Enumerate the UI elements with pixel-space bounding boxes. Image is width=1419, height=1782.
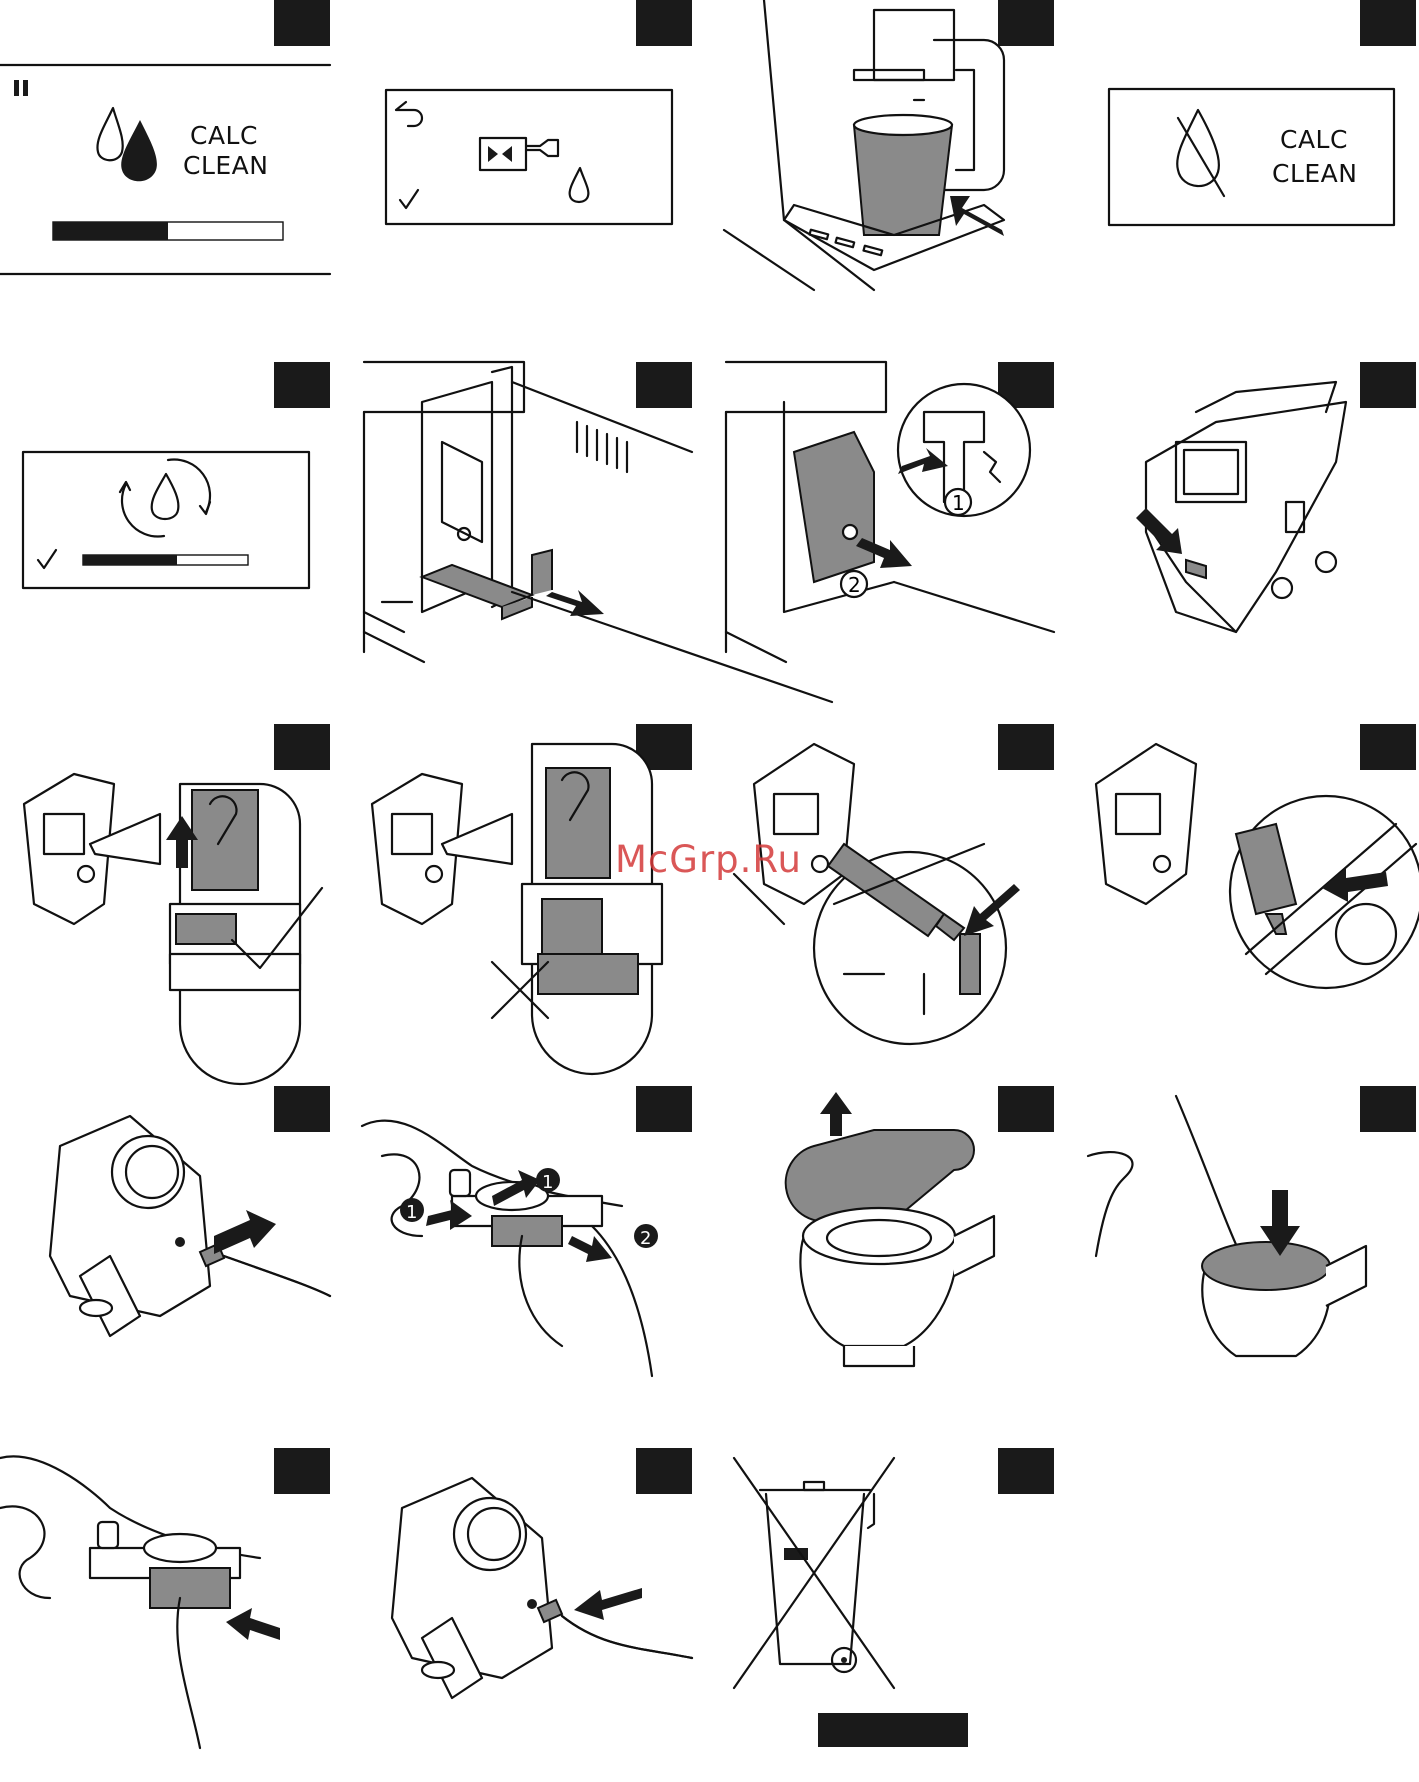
step-2-descaler-display <box>362 0 692 300</box>
machine-door-illustration <box>362 362 692 662</box>
lubricate-illustration <box>1086 724 1416 1024</box>
step-12-lubricate-rail <box>1086 724 1416 1024</box>
display-illustration <box>362 0 692 300</box>
step-5-flush-progress <box>0 362 330 662</box>
disposal-label-bar <box>818 1713 968 1747</box>
check-icon <box>400 190 418 208</box>
progress-bar-fill <box>83 555 177 565</box>
pause-icon <box>14 80 19 96</box>
display-illustration <box>0 362 330 662</box>
step-8-brew-group-lever <box>1086 362 1416 662</box>
step-15-remove-lid <box>724 1086 1054 1386</box>
step-16-press-filter <box>1086 1086 1416 1386</box>
arrow-icon <box>574 1588 642 1620</box>
calc-label: CALC <box>1280 125 1348 154</box>
hands-circuit-illustration: 1 1 2 <box>362 1086 692 1386</box>
arrow-icon <box>226 1608 280 1640</box>
arrow-icon <box>214 1210 276 1254</box>
svg-text:1: 1 <box>542 1172 553 1193</box>
step-7-release-brew-group: 1 2 <box>724 362 1054 662</box>
display-illustration: CALC CLEAN <box>0 0 330 300</box>
refresh-icon <box>168 459 210 512</box>
arrow-icon <box>546 590 604 616</box>
water-drop-icon <box>97 108 122 160</box>
calc-label: CALC <box>190 121 258 150</box>
brew-group-illustration <box>1086 362 1416 662</box>
milk-frother-illustration <box>0 1086 330 1386</box>
clean-label: CLEAN <box>1272 159 1357 188</box>
milk-frother-illustration <box>362 1448 692 1748</box>
back-arrow-icon <box>396 102 422 126</box>
svg-text:1: 1 <box>406 1202 417 1223</box>
cup-icon <box>854 125 952 235</box>
machine-cup-illustration <box>724 0 1054 300</box>
machine-brew-group-illustration: 1 2 <box>724 362 1054 662</box>
container-press-illustration <box>1086 1086 1416 1386</box>
step-4-calc-clean-done: CALC CLEAN <box>1086 0 1416 300</box>
svg-text:1: 1 <box>952 491 965 515</box>
step-18-attach-hose <box>362 1448 692 1748</box>
step-6-remove-drip-tray <box>362 362 692 662</box>
display-illustration: CALC CLEAN <box>1086 0 1416 300</box>
svg-text:2: 2 <box>848 573 861 597</box>
progress-bar-fill <box>53 222 168 240</box>
clean-label: CLEAN <box>183 151 268 180</box>
hands-circuit-illustration <box>0 1448 330 1748</box>
check-icon <box>38 550 56 568</box>
crossed-bin-icon <box>724 1448 1054 1748</box>
step-14-disassemble-circuit: 1 1 2 <box>362 1086 692 1386</box>
step-9-correct-lever-position <box>0 724 330 1024</box>
water-drop-icon <box>152 474 179 519</box>
step-3-place-container <box>724 0 1054 300</box>
step-17-reassemble-circuit <box>0 1448 330 1748</box>
up-arrow-icon <box>820 1092 852 1136</box>
step-19-disposal <box>724 1448 1054 1748</box>
svg-text:2: 2 <box>640 1228 651 1249</box>
step-13-detach-hose <box>0 1086 330 1386</box>
water-drop-icon <box>570 168 589 202</box>
container-lid-illustration <box>724 1086 1054 1386</box>
step-1-calc-clean-progress: CALC CLEAN <box>0 0 330 300</box>
lever-correct-illustration <box>0 724 330 1024</box>
watermark: McGrp.Ru <box>615 838 802 881</box>
